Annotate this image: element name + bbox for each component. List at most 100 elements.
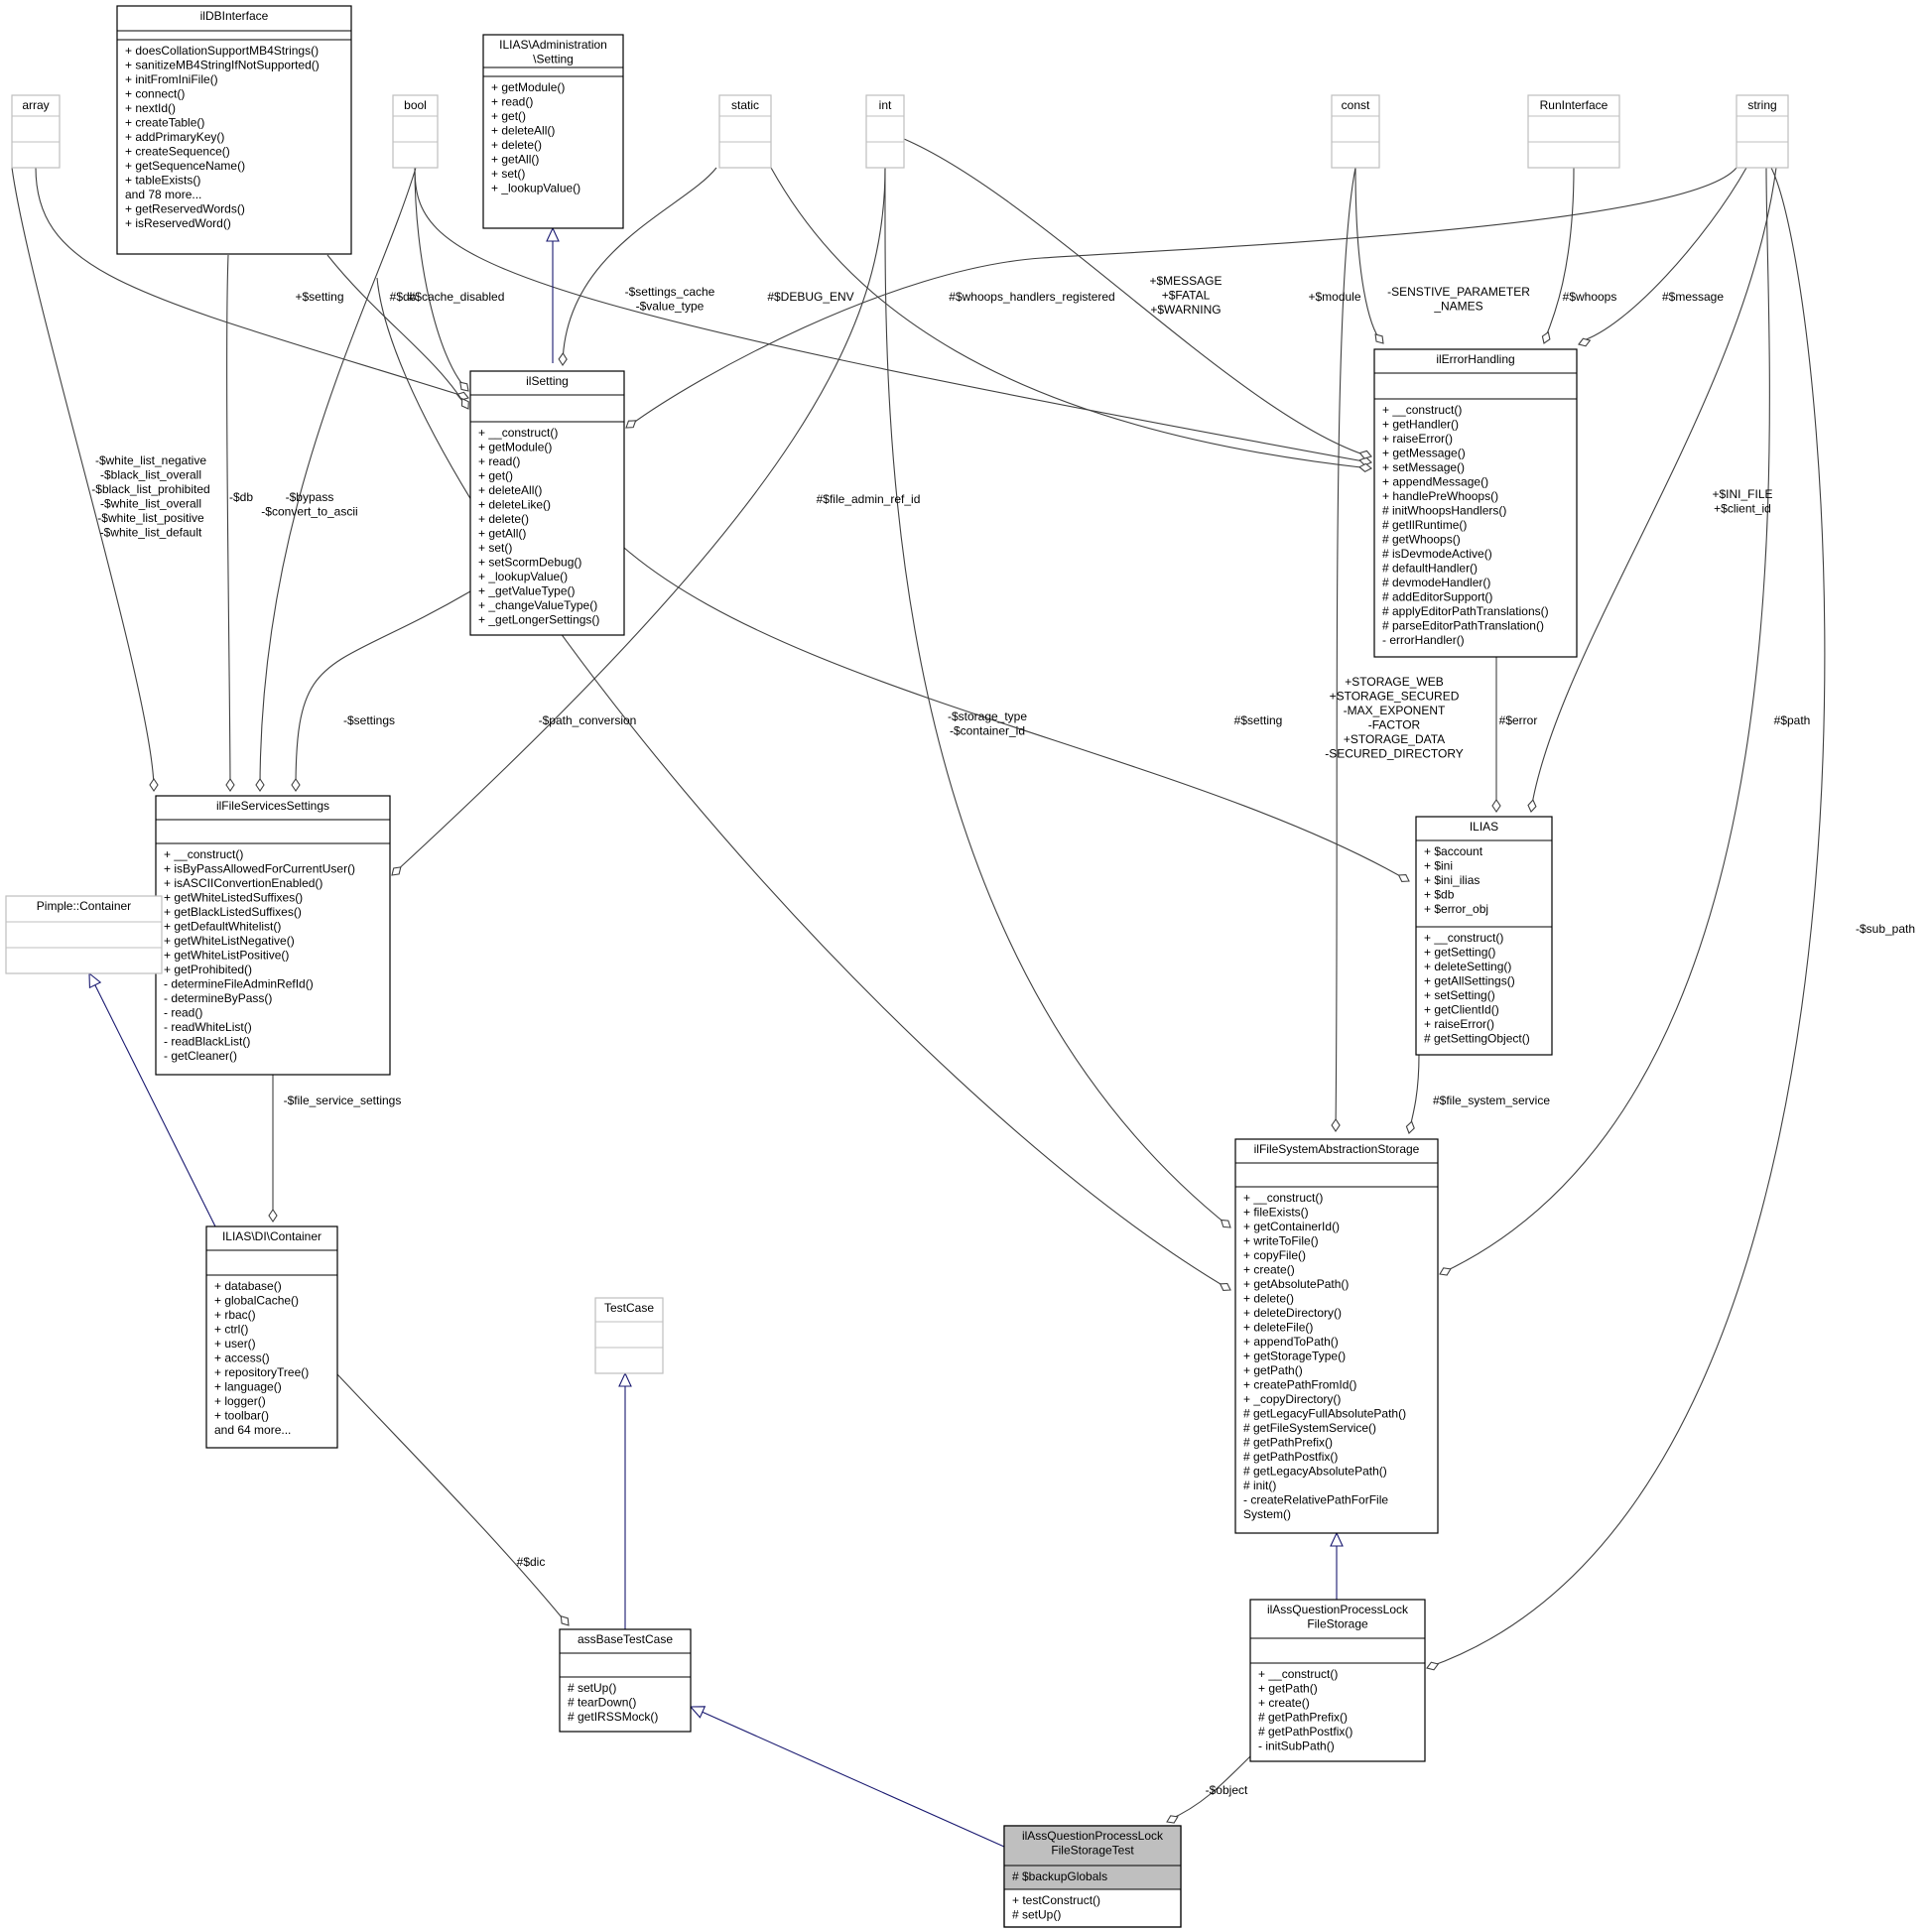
- class-node[interactable]: ILIAS+ $account+ $ini+ $ini_ilias+ $db+ …: [1415, 816, 1553, 1056]
- class-border: [1003, 1825, 1182, 1928]
- inheritance-arrowhead: [689, 1706, 707, 1719]
- edge-label: -SENSTIVE_PARAMETER: [1387, 285, 1530, 299]
- aggregation-diamond: [560, 1615, 570, 1626]
- nodes-layer: ilDBInterface+ doesCollationSupportMB4St…: [5, 5, 1789, 1928]
- class-node[interactable]: string: [1736, 94, 1789, 169]
- aggregation-diamond: [459, 381, 469, 392]
- class-method: + createSequence(): [125, 145, 230, 159]
- class-method: - getCleaner(): [164, 1049, 237, 1063]
- class-method: + deleteFile(): [1243, 1321, 1313, 1335]
- class-box: [1415, 816, 1553, 1056]
- class-box: [11, 94, 61, 169]
- class-box: [865, 94, 905, 169]
- class-method: + read(): [491, 95, 533, 109]
- class-method: # getIRSSMock(): [568, 1710, 658, 1724]
- aggregation-diamond: [1358, 462, 1372, 472]
- aggregation-diamond: [1405, 1120, 1415, 1134]
- class-method: + setMessage(): [1382, 460, 1465, 474]
- class-method: + deleteLike(): [478, 498, 551, 512]
- class-node[interactable]: ilAssQuestionProcessLockFileStorageTest#…: [1003, 1825, 1182, 1928]
- class-method: + delete(): [478, 512, 529, 526]
- association-edge: [295, 590, 471, 790]
- class-box: [1331, 94, 1380, 169]
- class-method: - readBlackList(): [164, 1035, 250, 1049]
- association-edge: [1354, 167, 1382, 342]
- class-name: RunInterface: [1540, 98, 1608, 112]
- class-attribute: + $ini: [1424, 859, 1453, 873]
- class-method: + ctrl(): [214, 1323, 248, 1337]
- class-node[interactable]: ilSetting+ __construct()+ getModule()+ r…: [469, 370, 625, 636]
- association-edge: [1168, 1755, 1251, 1821]
- edge-label: _NAMES: [1433, 300, 1482, 314]
- class-node[interactable]: bool: [392, 94, 439, 169]
- class-node[interactable]: array: [11, 94, 61, 169]
- class-box: [718, 94, 772, 169]
- class-method: + getWhiteListedSuffixes(): [164, 891, 303, 905]
- edge-label: #$message: [1662, 290, 1724, 304]
- edge-label: +STORAGE_SECURED: [1330, 690, 1460, 704]
- aggregation-diamond: [460, 397, 469, 410]
- class-node[interactable]: static: [718, 94, 772, 169]
- association-edge: [1441, 167, 1770, 1274]
- class-method: # getPathPostfix(): [1258, 1725, 1352, 1739]
- edge-label: #$cache_disabled: [409, 290, 505, 304]
- class-node[interactable]: ilErrorHandling+ __construct()+ getHandl…: [1373, 348, 1578, 658]
- class-box: [1234, 1138, 1439, 1534]
- class-method: + getWhiteListNegative(): [164, 934, 295, 948]
- association-edge: [414, 167, 467, 390]
- class-node[interactable]: const: [1331, 94, 1380, 169]
- class-method: + writeToFile(): [1243, 1234, 1319, 1248]
- class-name: Pimple::Container: [37, 899, 131, 913]
- class-box: [559, 1628, 692, 1733]
- class-method: + raiseError(): [1424, 1017, 1494, 1031]
- class-method: # getIlRuntime(): [1382, 518, 1467, 532]
- class-node[interactable]: int: [865, 94, 905, 169]
- edge-label: #$setting: [1234, 713, 1283, 727]
- class-method: + getClientId(): [1424, 1003, 1499, 1017]
- class-method: - determineFileAdminRefId(): [164, 977, 314, 991]
- class-method: # addEditorSupport(): [1382, 590, 1492, 604]
- class-method: + create(): [1258, 1696, 1310, 1710]
- class-method: + testConstruct(): [1012, 1893, 1100, 1907]
- edge-label: -$black_list_prohibited: [91, 482, 209, 496]
- class-name: array: [22, 98, 49, 112]
- class-name: ilAssQuestionProcessLock: [1022, 1829, 1164, 1843]
- class-node[interactable]: RunInterface: [1527, 94, 1620, 169]
- association-edge: [336, 1373, 568, 1624]
- class-name: ILIAS\Administration: [499, 38, 607, 52]
- class-node[interactable]: TestCase: [594, 1297, 664, 1374]
- class-method: + getModule(): [491, 80, 565, 94]
- class-node[interactable]: ilFileSystemAbstractionStorage+ __constr…: [1234, 1138, 1439, 1534]
- class-method: # applyEditorPathTranslations(): [1382, 604, 1549, 618]
- edge-label: -FACTOR: [1368, 718, 1421, 732]
- class-method: + __construct(): [1243, 1191, 1323, 1205]
- class-method: + deleteAll(): [491, 124, 555, 138]
- class-node[interactable]: ilDBInterface+ doesCollationSupportMB4St…: [116, 5, 352, 255]
- aggregation-diamond: [268, 1209, 278, 1223]
- aggregation-diamond: [291, 778, 301, 792]
- class-method: + get(): [478, 469, 513, 483]
- class-method: + getHandler(): [1382, 418, 1459, 432]
- class-method: + setScormDebug(): [478, 556, 581, 570]
- class-attribute: + $account: [1424, 844, 1483, 858]
- class-node[interactable]: ILIAS\DI\Container+ database()+ globalCa…: [205, 1225, 338, 1449]
- class-node[interactable]: ILIAS\Administration\Setting + getModule(…: [482, 34, 624, 229]
- edge-label: -$sub_path: [1856, 922, 1915, 936]
- edge-label: -$black_list_overall: [100, 468, 201, 482]
- edge-label: #$error: [1499, 713, 1538, 727]
- class-method: + deleteSetting(): [1424, 960, 1511, 973]
- class-node[interactable]: ilFileServicesSettings+ __construct()+ i…: [155, 795, 391, 1076]
- class-method: + getSequenceName(): [125, 159, 245, 173]
- class-node[interactable]: assBaseTestCase# setUp()# tearDown()# ge…: [559, 1628, 692, 1733]
- class-method: - createRelativePathForFile: [1243, 1493, 1388, 1507]
- edge-label: -$path_conversion: [539, 713, 637, 727]
- class-method: + getPath(): [1258, 1682, 1318, 1696]
- class-node[interactable]: Pimple::Container: [5, 895, 163, 974]
- association-edge: [884, 167, 1231, 1228]
- inheritance-edge: [690, 1706, 1005, 1848]
- edge-label: +$MESSAGE: [1149, 274, 1222, 288]
- class-method: + set(): [478, 541, 512, 555]
- class-name: \Setting: [533, 53, 574, 66]
- edge-label: -$white_list_default: [100, 526, 202, 540]
